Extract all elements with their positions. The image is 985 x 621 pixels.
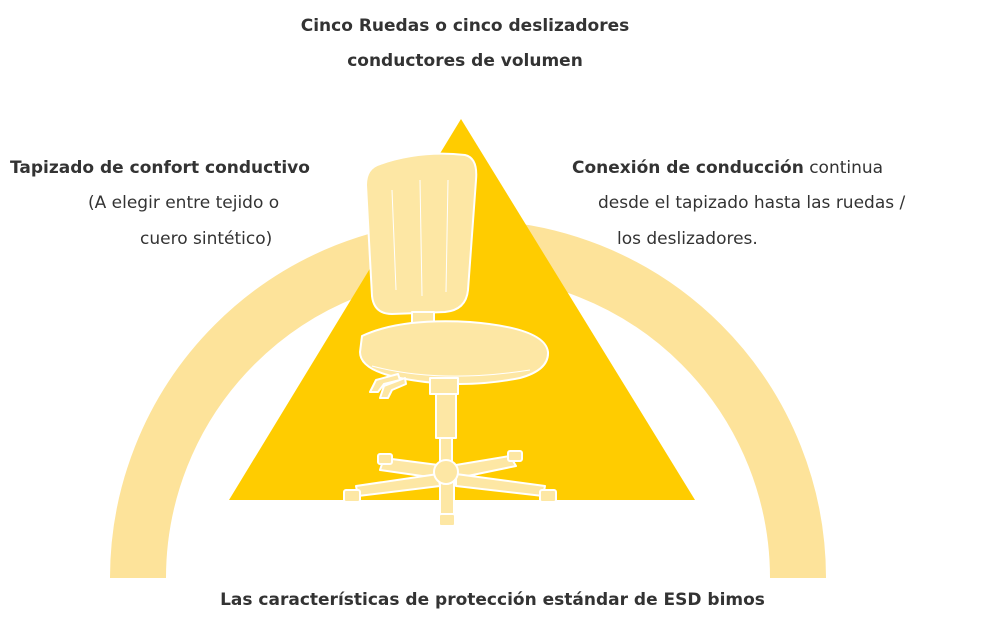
feature-casters-line1: Cinco Ruedas o cinco deslizadores (300, 16, 630, 36)
protection-triangle (229, 119, 695, 500)
esd-chair-illustration (343, 152, 557, 527)
feature-conduction-line2: los deslizadores. (617, 229, 758, 249)
feature-conduction-line1: desde el tapizado hasta las ruedas / (598, 193, 906, 213)
feature-conduction-title-bold: Conexión de conducción (572, 158, 804, 178)
feature-upholstery-line1: (A elegir entre tejido o (88, 193, 280, 213)
feature-upholstery-line2: cuero sintético) (140, 229, 273, 249)
diagram-caption: Las características de protección estánd… (220, 590, 765, 610)
feature-conduction-title-rest: continua (803, 158, 884, 178)
feature-casters-line2: conductores de volumen (347, 51, 583, 71)
feature-upholstery-title: Tapizado de confort conductivo (10, 158, 310, 178)
feature-conduction-title: Conexión de conducción continua (572, 158, 883, 178)
